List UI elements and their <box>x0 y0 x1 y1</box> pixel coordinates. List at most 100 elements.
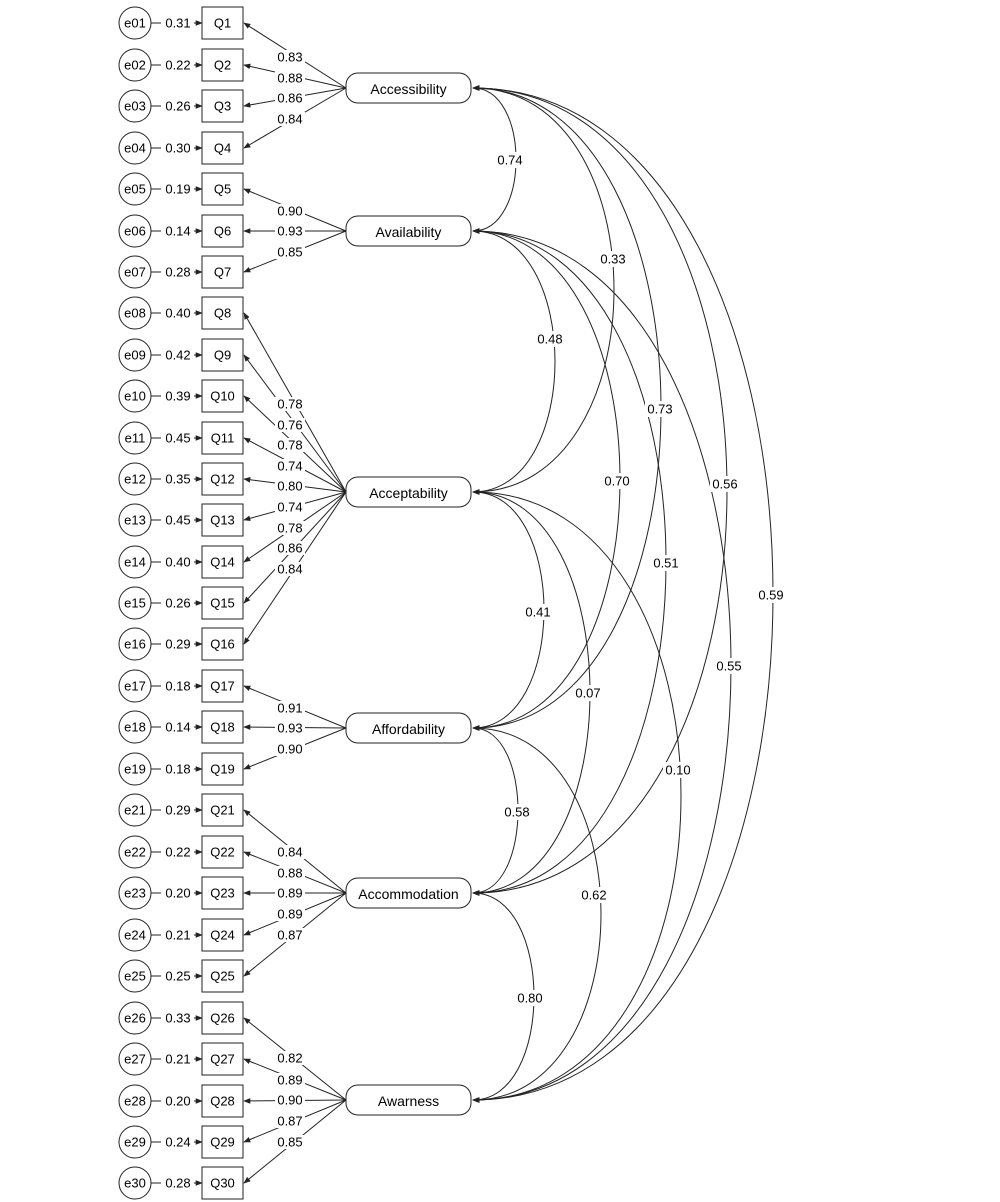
factor-label: Accessibility <box>370 81 446 97</box>
correlation-arc <box>472 725 602 1103</box>
loading-label: 0.90 <box>277 1093 302 1108</box>
label-backdrop <box>535 331 565 347</box>
factor-label: Accommodation <box>358 886 458 902</box>
label-backdrop <box>275 91 305 105</box>
error-variance-label: 0.20 <box>165 1094 190 1109</box>
loading-label: 0.78 <box>277 438 302 453</box>
item-box <box>201 710 244 744</box>
error-node <box>118 752 152 786</box>
error-node <box>118 172 152 206</box>
error-node-label: e11 <box>125 431 146 446</box>
item-box <box>201 214 244 248</box>
label-backdrop <box>275 521 305 535</box>
error-node <box>118 710 152 744</box>
loading-label: 0.74 <box>277 459 302 474</box>
correlation-arc <box>472 228 556 495</box>
item-box <box>201 1084 244 1118</box>
item-box <box>201 172 244 206</box>
item-box <box>201 421 244 455</box>
factor-node <box>345 476 472 508</box>
label-backdrop <box>275 245 305 259</box>
item-label: Q13 <box>210 513 235 528</box>
label-backdrop <box>714 658 744 674</box>
loading-label: 0.93 <box>277 721 302 736</box>
error-node <box>118 338 152 372</box>
error-variance-label: 0.30 <box>165 141 190 156</box>
error-node <box>118 421 152 455</box>
error-node-label: e13 <box>124 513 146 528</box>
error-node <box>118 793 152 827</box>
correlation-label: 0.73 <box>647 402 672 417</box>
item-label: Q11 <box>211 431 235 446</box>
item-label: Q22 <box>210 845 235 860</box>
item-box <box>201 6 244 40</box>
error-node <box>118 918 152 952</box>
error-node-label: e07 <box>124 265 146 280</box>
error-variance-label: 0.21 <box>165 928 190 943</box>
error-node <box>118 1125 152 1159</box>
item-label: Q18 <box>210 720 235 735</box>
label-backdrop <box>275 701 305 715</box>
factor-node <box>345 72 472 104</box>
item-box <box>201 545 244 579</box>
correlation-label: 0.33 <box>600 252 625 267</box>
error-variance-label: 0.45 <box>165 431 190 446</box>
correlation-label: 0.41 <box>525 605 550 620</box>
item-label: Q5 <box>214 182 231 197</box>
item-label: Q10 <box>210 389 235 404</box>
label-backdrop <box>579 887 609 903</box>
error-node-label: e23 <box>124 886 146 901</box>
label-backdrop <box>663 762 693 778</box>
error-node <box>118 1166 152 1200</box>
error-variance-label: 0.45 <box>165 513 190 528</box>
label-backdrop <box>275 438 305 452</box>
correlation-arc <box>472 85 662 731</box>
item-box <box>201 1125 244 1159</box>
label-backdrop <box>275 50 305 64</box>
factor-node <box>345 215 472 247</box>
error-node-label: e10 <box>124 389 146 404</box>
correlation-label: 0.59 <box>758 588 783 603</box>
loading-label: 0.89 <box>277 886 302 901</box>
loading-label: 0.78 <box>277 397 302 412</box>
item-label: Q16 <box>210 637 235 652</box>
correlation-label: 0.51 <box>653 556 678 571</box>
item-box <box>201 752 244 786</box>
error-node-label: e25 <box>124 969 146 984</box>
label-backdrop <box>275 1073 305 1087</box>
loading-label: 0.91 <box>277 701 302 716</box>
item-box <box>201 835 244 869</box>
error-variance-label: 0.35 <box>165 472 190 487</box>
item-label: Q6 <box>214 224 231 239</box>
label-backdrop <box>602 473 632 489</box>
label-backdrop <box>275 845 305 859</box>
error-node <box>118 835 152 869</box>
correlation-arc <box>472 228 732 1103</box>
item-box <box>201 959 244 993</box>
item-box <box>201 379 244 413</box>
error-variance-label: 0.29 <box>165 803 190 818</box>
item-label: Q28 <box>210 1094 235 1109</box>
loading-label: 0.85 <box>277 1135 302 1150</box>
label-backdrop <box>275 459 305 473</box>
correlation-label: 0.48 <box>537 332 562 347</box>
label-backdrop <box>502 804 532 820</box>
label-backdrop <box>275 928 305 942</box>
item-box <box>201 296 244 330</box>
loading-label: 0.83 <box>277 50 302 65</box>
loading-label: 0.84 <box>277 562 302 577</box>
error-node-label: e22 <box>124 845 146 860</box>
label-backdrop <box>275 500 305 514</box>
item-label: Q12 <box>210 472 235 487</box>
label-backdrop <box>598 251 628 267</box>
loading-label: 0.78 <box>277 521 302 536</box>
correlation-label: 0.80 <box>517 991 542 1006</box>
item-label: Q15 <box>210 596 235 611</box>
label-backdrop <box>275 397 305 411</box>
loading-label: 0.90 <box>277 204 302 219</box>
label-backdrop <box>275 886 305 900</box>
error-node-label: e30 <box>124 1176 146 1191</box>
label-backdrop <box>275 418 305 432</box>
loading-label: 0.89 <box>277 907 302 922</box>
item-label: Q27 <box>210 1052 235 1067</box>
